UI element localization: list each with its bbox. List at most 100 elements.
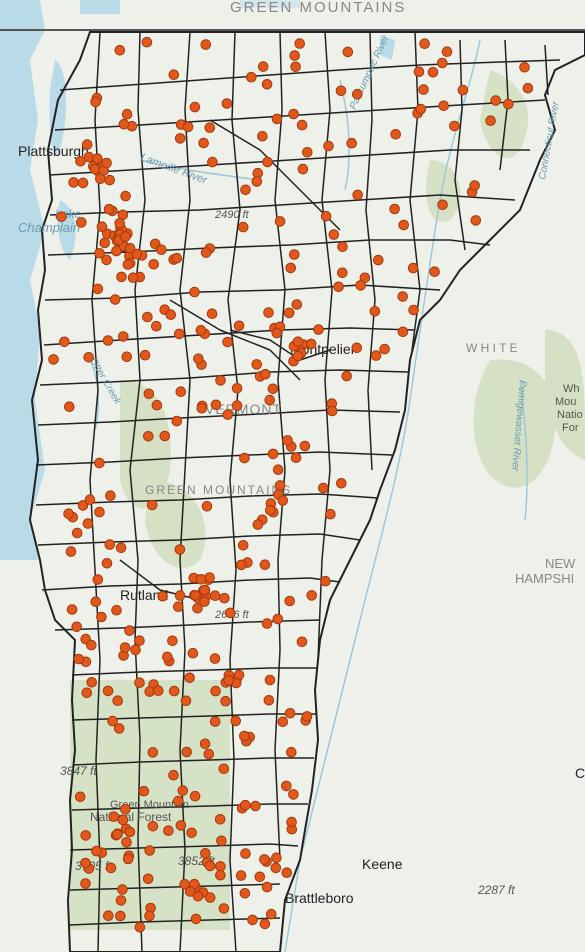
site-marker[interactable] [207,156,218,168]
site-marker[interactable] [320,575,331,587]
site-marker[interactable] [147,747,159,758]
site-marker[interactable] [174,544,186,555]
site-marker[interactable] [240,799,251,811]
site-marker[interactable] [105,490,116,502]
site-marker[interactable] [237,221,249,233]
site-marker[interactable] [415,103,427,115]
site-marker[interactable] [215,861,226,872]
site-marker[interactable] [292,350,304,362]
site-marker[interactable] [286,816,297,828]
site-marker[interactable] [283,307,295,319]
site-marker[interactable] [107,715,118,727]
site-marker[interactable] [189,101,201,113]
site-marker[interactable] [182,121,194,133]
site-marker[interactable] [200,247,212,258]
site-marker[interactable] [48,354,59,365]
site-marker[interactable] [284,595,296,607]
site-marker[interactable] [201,501,213,512]
site-marker[interactable] [206,308,218,320]
site-marker[interactable] [336,478,347,489]
site-marker[interactable] [144,686,155,697]
site-marker[interactable] [76,217,87,228]
site-marker[interactable] [419,38,430,50]
site-marker[interactable] [379,343,390,355]
site-marker[interactable] [151,399,163,411]
site-marker[interactable] [257,131,268,142]
site-marker[interactable] [103,910,114,922]
site-marker[interactable] [290,61,301,73]
site-marker[interactable] [80,830,91,841]
site-marker[interactable] [167,635,178,647]
site-marker[interactable] [235,870,247,881]
site-marker[interactable] [200,39,212,50]
site-marker[interactable] [102,685,114,697]
site-marker[interactable] [264,394,276,406]
site-marker[interactable] [102,335,114,346]
site-marker[interactable] [274,480,286,491]
site-marker[interactable] [92,283,104,295]
site-marker[interactable] [265,505,276,516]
site-marker[interactable] [174,328,185,340]
site-marker[interactable] [318,482,329,494]
site-marker[interactable] [369,306,381,317]
site-marker[interactable] [94,248,105,259]
site-marker[interactable] [120,190,131,202]
site-marker[interactable] [190,913,202,925]
site-marker[interactable] [215,869,226,881]
site-marker[interactable] [261,79,273,90]
site-marker[interactable] [284,708,296,719]
site-marker[interactable] [71,527,83,539]
site-marker[interactable] [175,386,187,398]
site-marker[interactable] [337,241,348,253]
site-marker[interactable] [239,730,250,742]
site-marker[interactable] [134,921,146,933]
site-marker[interactable] [144,910,155,922]
site-marker[interactable] [141,36,153,48]
site-marker[interactable] [111,604,122,616]
site-marker[interactable] [94,457,105,469]
site-marker[interactable] [209,590,221,602]
site-marker[interactable] [96,611,107,623]
site-marker[interactable] [333,281,344,293]
site-marker[interactable] [117,814,129,826]
site-marker[interactable] [184,886,196,897]
site-marker[interactable] [223,675,234,686]
site-marker[interactable] [168,685,180,697]
site-marker[interactable] [320,210,332,222]
site-marker[interactable] [163,825,174,837]
site-marker[interactable] [56,211,67,222]
site-marker[interactable] [203,748,215,760]
site-marker[interactable] [313,324,324,335]
site-marker[interactable] [187,647,199,659]
site-marker[interactable] [121,108,133,120]
site-marker[interactable] [397,291,409,302]
site-marker[interactable] [124,625,135,636]
site-marker[interactable] [261,881,273,893]
site-marker[interactable] [115,895,127,906]
site-marker[interactable] [77,500,89,511]
site-marker[interactable] [408,304,419,316]
site-marker[interactable] [328,229,340,240]
site-marker[interactable] [289,249,300,260]
site-marker[interactable] [260,368,271,380]
site-marker[interactable] [174,590,186,601]
site-marker[interactable] [437,57,448,69]
site-marker[interactable] [306,590,318,601]
site-marker[interactable] [302,147,313,158]
site-marker[interactable] [299,440,311,452]
site-marker[interactable] [139,349,151,361]
site-marker[interactable] [131,248,142,260]
site-marker[interactable] [224,607,236,619]
site-marker[interactable] [264,674,276,686]
site-marker[interactable] [271,113,283,125]
site-marker[interactable] [171,415,183,427]
site-marker[interactable] [101,157,112,169]
site-marker[interactable] [151,320,162,332]
site-marker[interactable] [437,199,448,211]
site-marker[interactable] [198,137,209,149]
site-marker[interactable] [204,572,215,583]
site-marker[interactable] [259,918,271,930]
site-marker[interactable] [117,884,128,895]
site-marker[interactable] [84,494,96,506]
site-marker[interactable] [175,820,187,831]
